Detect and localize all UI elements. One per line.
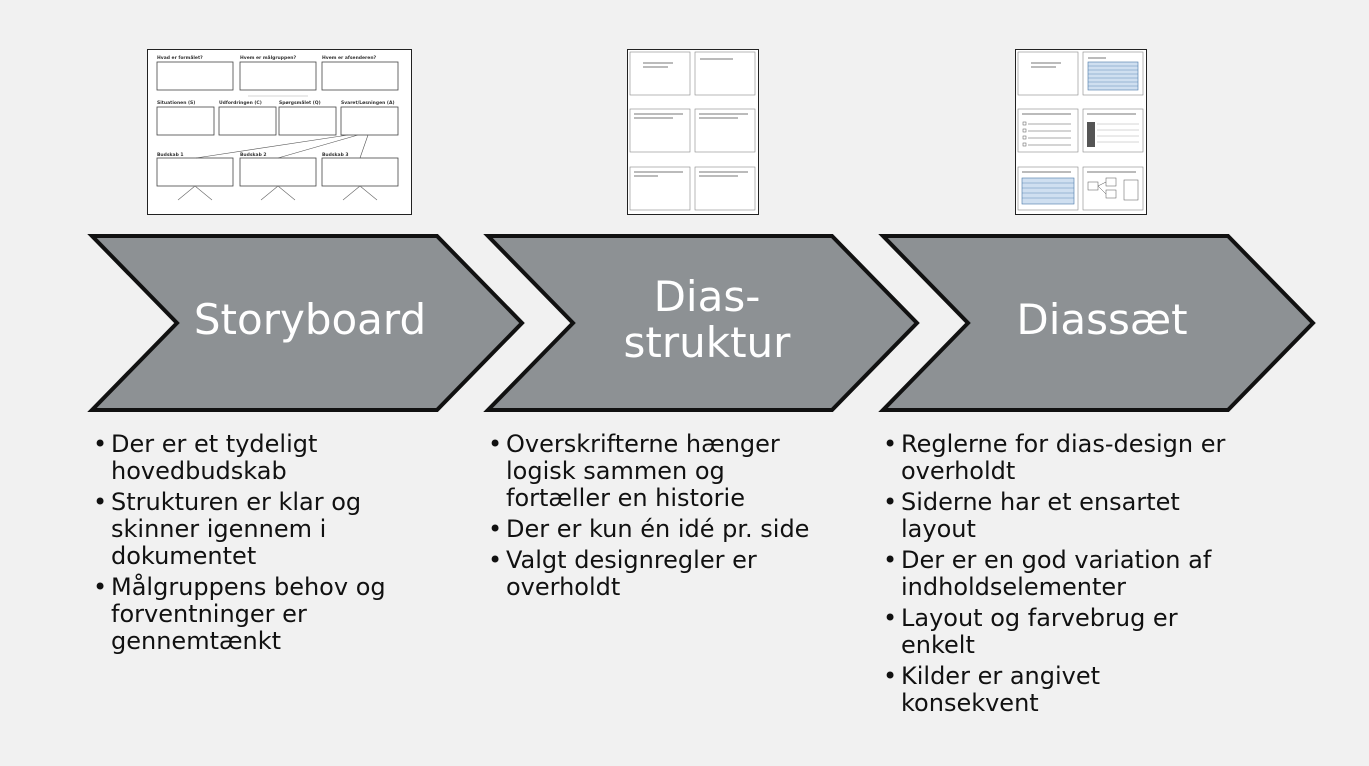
criteria-list-storyboard: Der er et tydeligt hovedbudskab Struktur… [93,431,413,659]
criteria-item: Valgt designregler er overholdt [488,547,828,601]
criteria-item: Der er et tydeligt hovedbudskab [93,431,413,485]
thumb-label: Situationen (S) [157,100,195,106]
slide-deck-thumbnail-drawing [1017,51,1144,211]
criteria-list-dias-struktur: Overskrifterne hænger logisk sammen og f… [488,431,828,605]
criteria-item: Målgruppens behov og forventninger er ge… [93,574,413,655]
step-title-line: struktur [623,318,791,367]
chevron-diassaet [878,234,1316,412]
thumb-label: Udfordringen (C) [219,100,262,106]
criteria-item: Strukturen er klar og skinner igennem i … [93,489,413,570]
criteria-item: Overskrifterne hænger logisk sammen og f… [488,431,828,512]
step-title-line: Diassæt [1016,295,1188,344]
storyboard-thumbnail: Hvad er formålet? Hvem er målgruppen? Hv… [147,49,412,215]
slide-structure-thumbnail-drawing [629,51,756,211]
criteria-item: Der er en god variation af indholdseleme… [883,547,1228,601]
slide-deck-thumbnail [1015,49,1147,215]
criteria-item: Der er kun én idé pr. side [488,516,828,544]
storyboard-thumbnail-drawing: Hvad er formålet? Hvem er målgruppen? Hv… [156,54,399,201]
chevron-storyboard [87,234,525,412]
thumb-label: Spørgsmålet (Q) [279,99,321,106]
thumb-label: Svaret/Løsningen (A) [341,100,395,106]
step-title-storyboard: Storyboard [180,297,440,343]
step-title-line: Storyboard [193,295,427,344]
thumb-label: Budskab 1 [157,152,183,158]
thumb-label: Budskab 3 [322,152,348,158]
criteria-item: Reglerne for dias-design er overholdt [883,431,1228,485]
step-title-diassaet: Diassæt [972,297,1232,343]
step-title-line: Dias- [653,272,761,321]
thumb-label: Hvem er målgruppen? [240,54,296,61]
thumb-label: Hvem er afsenderen? [322,55,377,61]
thumb-label: Budskab 2 [240,152,266,158]
criteria-item: Layout og farvebrug er enkelt [883,605,1228,659]
criteria-list-diassaet: Reglerne for dias-design er overholdt Si… [883,431,1228,721]
slide-structure-thumbnail [627,49,759,215]
criteria-item: Kilder er angivet konsekvent [883,663,1228,717]
thumb-label: Hvad er formålet? [157,54,203,61]
criteria-item: Siderne har et ensartet layout [883,489,1228,543]
step-title-dias-struktur: Dias- struktur [577,274,837,366]
chevron-dias-struktur [483,234,920,412]
